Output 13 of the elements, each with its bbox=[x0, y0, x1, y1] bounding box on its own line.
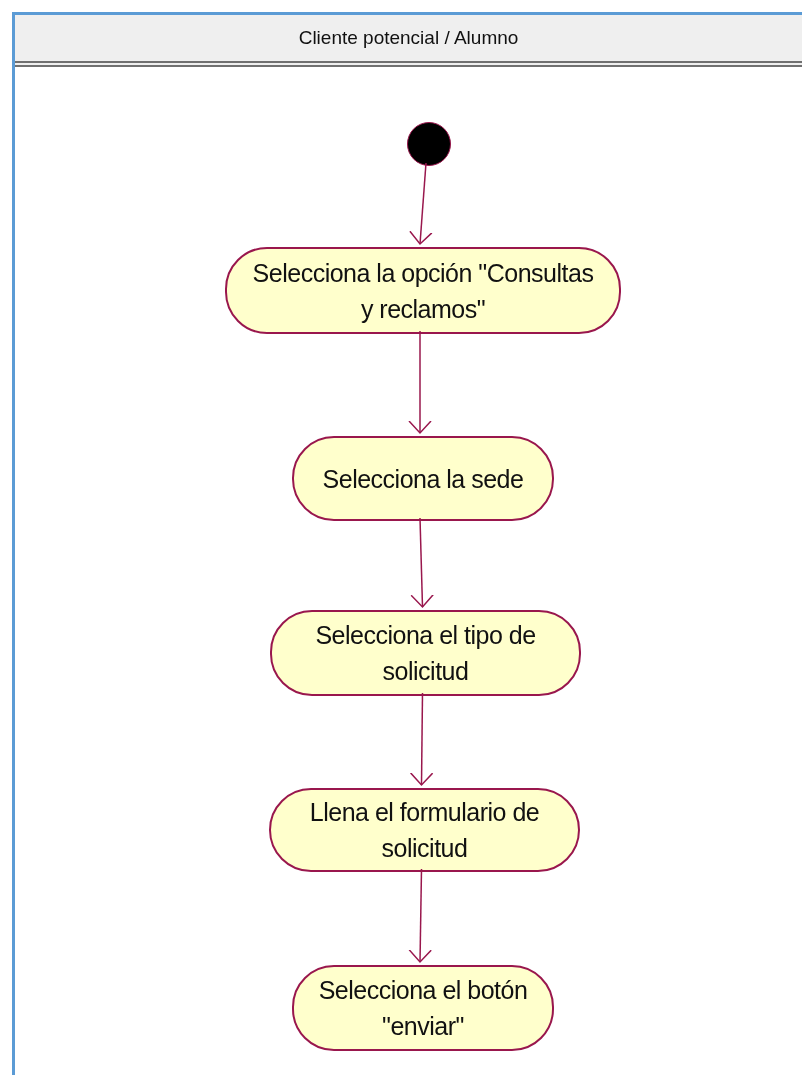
arrow bbox=[410, 517, 434, 608]
activity-text: Selecciona la sede bbox=[322, 463, 524, 495]
lane-title: Cliente potencial / Alumno bbox=[298, 25, 519, 50]
activity-text: Selecciona el tipo de solicitud bbox=[314, 620, 537, 687]
arrow bbox=[408, 868, 432, 963]
activity-text: Selecciona la opción "Consultas y reclamos" bbox=[251, 257, 595, 325]
arrow bbox=[409, 692, 434, 786]
activity-text: Llena el formulario de solicitud bbox=[308, 797, 541, 864]
start-node bbox=[407, 122, 451, 166]
swimlane bbox=[12, 12, 802, 1075]
arrow bbox=[408, 330, 432, 434]
arrow bbox=[409, 162, 433, 245]
activity-text: Selecciona el botón "enviar" bbox=[318, 975, 528, 1042]
